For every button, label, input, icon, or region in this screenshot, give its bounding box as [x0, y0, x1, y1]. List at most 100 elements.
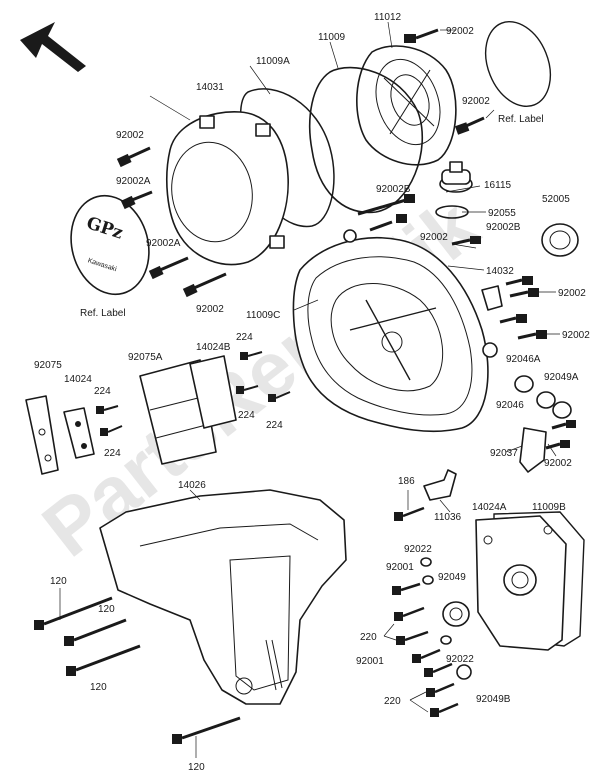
label-120-d: 120 [188, 762, 205, 773]
screw-224-b-part [100, 425, 123, 436]
label-92002a-left1: 92002A [116, 176, 151, 187]
label-92002-left1: 92002 [116, 130, 144, 141]
label-92002b-a: 92002B [376, 184, 411, 195]
label-14032: 14032 [486, 266, 514, 277]
label-11009b: 11009B [532, 502, 566, 513]
label-92022-a: 92022 [404, 544, 432, 555]
generator-cover-part [166, 111, 289, 266]
label-224-c: 224 [236, 332, 253, 343]
screw-92002-top-part [404, 28, 439, 43]
label-220-a: 220 [360, 632, 377, 643]
screw-92002-left-lower-part [182, 272, 227, 298]
screw-92002a-left-2-part [148, 256, 189, 280]
label-120-b: 120 [98, 604, 115, 615]
label-92002-left2: 92002 [196, 304, 224, 315]
clutch-cover-part [356, 45, 457, 166]
clutch-cover-gasket-part [309, 66, 423, 214]
crankcase-cover-part [292, 229, 498, 433]
label-ref-label-left: Ref. Label [80, 308, 126, 319]
bolt-186-part [394, 506, 425, 521]
ref-label-disc-right-part [484, 20, 552, 108]
label-92002a-left2: 92002A [146, 238, 181, 249]
screw-92002-r3-part [545, 440, 570, 450]
label-11009: 11009 [318, 32, 346, 43]
label-92002-r1: 92002 [558, 288, 586, 299]
screw-92001-a-part [392, 582, 421, 595]
screw-92002-r1-part [509, 288, 539, 298]
label-92075a: 92075A [128, 352, 163, 363]
cover-14024a-part [475, 515, 567, 651]
label-120-c: 120 [90, 682, 107, 693]
label-92002-a: 92002 [462, 96, 490, 107]
label-120-a: 120 [50, 576, 67, 587]
screw-92002-a-part [454, 116, 485, 135]
screw-92002-r2-part [517, 330, 547, 340]
plate-92075-part [25, 395, 59, 475]
label-92046a: 92046A [506, 354, 541, 365]
label-11012: 11012 [374, 12, 402, 23]
bolt-120-d-part [172, 716, 241, 744]
label-92049: 92049 [438, 572, 466, 583]
label-224-b: 224 [104, 448, 121, 459]
screw-92001-b-part [412, 648, 441, 663]
bolt-120-b-part [64, 618, 127, 646]
screw-92002b-lower-part [451, 236, 481, 246]
label-14031: 14031 [196, 82, 224, 93]
label-52005: 52005 [542, 194, 570, 205]
label-16115: 16115 [484, 180, 512, 191]
label-92049b: 92049B [476, 694, 511, 705]
screw-220-a-part [394, 606, 429, 645]
front-direction-arrow-icon [20, 22, 86, 72]
screw-224-c-part [240, 351, 263, 360]
oil-seal-92049-part [442, 601, 470, 627]
label-11009a: 11009A [256, 56, 290, 67]
screw-92002-center-part [369, 214, 407, 232]
leader-lines [59, 21, 560, 758]
gpz-emblem-part: GPz Kawasaki [70, 194, 150, 296]
screw-224-d-part [236, 385, 259, 394]
label-224-e: 224 [266, 420, 283, 431]
label-220-b: 220 [384, 696, 401, 707]
label-92037: 92037 [490, 448, 518, 459]
screw-224-e-part [268, 391, 291, 402]
label-92002-r2: 92002 [562, 330, 590, 341]
screw-92002-r1b-part [505, 276, 533, 286]
damper-92049a-part [552, 401, 572, 419]
part-labels: 11012 11009 11009A 14031 92002 92002 Ref… [34, 12, 590, 773]
washer-92022-a-part [420, 557, 432, 567]
bolt-120-c-part [66, 644, 141, 676]
bolt-120-a-part [34, 596, 113, 630]
label-224-a: 224 [94, 386, 111, 397]
label-92022-b: 92022 [446, 654, 474, 665]
label-186: 186 [398, 476, 415, 487]
washer-92001-a-part [422, 575, 434, 585]
label-224-d: 224 [238, 410, 255, 421]
label-92049a: 92049A [544, 372, 579, 383]
plate-14024b-part [189, 355, 237, 429]
label-92002-top: 92002 [446, 26, 474, 37]
label-92001-a: 92001 [386, 562, 414, 573]
sprocket-cover-part [99, 489, 347, 705]
label-11036: 11036 [434, 512, 462, 523]
label-14024b: 14024B [196, 342, 231, 353]
label-92075: 92075 [34, 360, 62, 371]
screw-224-a-part [96, 405, 119, 414]
damper-92046a-part [514, 375, 534, 393]
bracket-92037-part [519, 427, 547, 473]
damper-92046-part [536, 391, 556, 409]
screw-220-b-part [424, 662, 459, 717]
label-92002-r3: 92002 [544, 458, 572, 469]
plate-14024-part [63, 407, 95, 459]
screw-92002-left-upper-part [116, 146, 151, 168]
label-ref-label-right: Ref. Label [498, 114, 544, 125]
label-92002b-b: 92002B [486, 222, 521, 233]
screw-92002a-left-1-part [120, 190, 153, 210]
washer-92022-b-part [440, 635, 452, 645]
screw-92002b-upper-part [357, 194, 415, 216]
label-92002-mid: 92002 [420, 232, 448, 243]
screw-92002-r2b-part [499, 314, 527, 324]
oil-filler-cap-part [439, 161, 473, 193]
bracket-11036-part [423, 469, 457, 501]
label-92046: 92046 [496, 400, 524, 411]
